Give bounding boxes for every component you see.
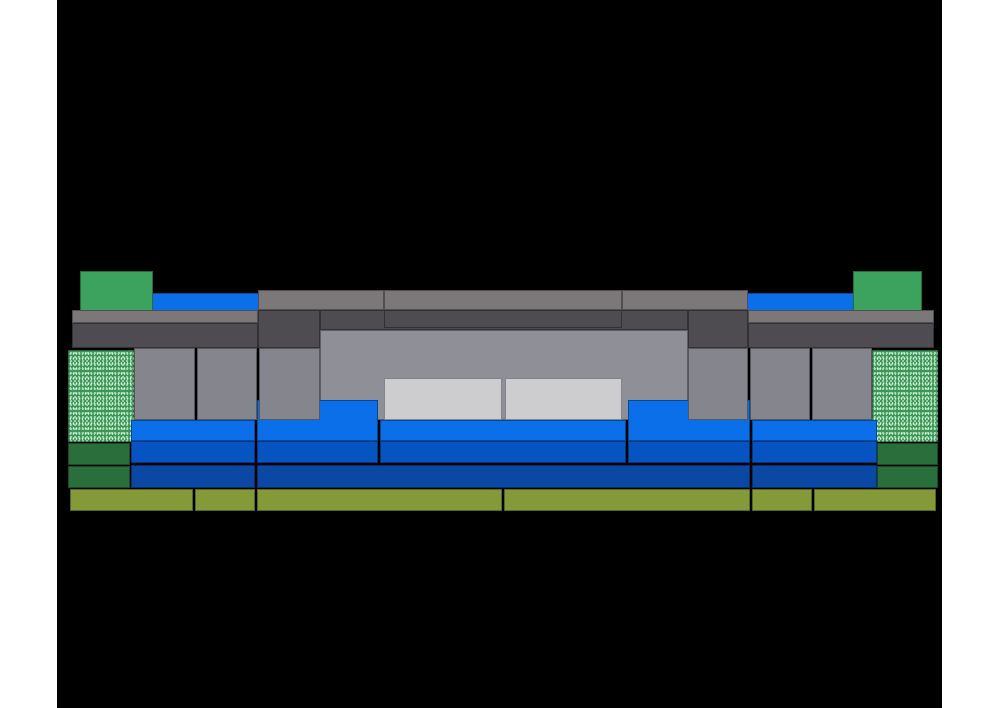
blue-upper-front bbox=[380, 441, 626, 463]
substrate-segment bbox=[752, 489, 812, 511]
cap-top bbox=[748, 310, 934, 323]
blue-upper-top bbox=[131, 420, 255, 441]
blue-upper-top bbox=[752, 420, 877, 441]
green-layer bbox=[877, 443, 938, 465]
cap-front bbox=[748, 323, 934, 348]
green-layer bbox=[68, 443, 130, 465]
green-top-block bbox=[853, 271, 922, 312]
spacer bbox=[688, 348, 748, 420]
cap-top bbox=[384, 290, 622, 310]
blue-upper-top bbox=[380, 420, 626, 441]
blue-lower-layer bbox=[257, 465, 750, 488]
cap-top bbox=[258, 290, 384, 310]
cap-front bbox=[384, 310, 622, 328]
green-textured-block bbox=[68, 350, 134, 442]
light-gray-block bbox=[384, 378, 502, 420]
light-gray-block bbox=[505, 378, 622, 420]
spacer bbox=[259, 348, 320, 420]
cap-front bbox=[258, 310, 320, 348]
substrate-segment bbox=[70, 489, 193, 511]
device-3d-render bbox=[57, 0, 942, 708]
spacer bbox=[197, 348, 257, 420]
cap-top bbox=[72, 310, 258, 323]
green-layer bbox=[877, 466, 938, 488]
cap-top bbox=[622, 290, 748, 310]
gate-body bbox=[320, 330, 688, 420]
spacer bbox=[134, 348, 195, 420]
green-layer bbox=[68, 466, 130, 488]
green-textured-block bbox=[872, 350, 938, 442]
substrate-segment bbox=[504, 489, 750, 511]
blue-upper-front bbox=[257, 441, 378, 463]
blue-lower-layer bbox=[752, 465, 877, 488]
blue-lower-layer bbox=[131, 465, 255, 488]
substrate-segment bbox=[814, 489, 936, 511]
blue-upper-front bbox=[628, 441, 750, 463]
cap-front bbox=[72, 323, 258, 348]
blue-upper-front bbox=[131, 441, 255, 463]
blue-upper-front bbox=[752, 441, 877, 463]
cap-front bbox=[688, 310, 748, 348]
substrate-segment bbox=[257, 489, 502, 511]
green-top-block bbox=[80, 271, 153, 312]
spacer bbox=[812, 348, 872, 420]
substrate-segment bbox=[195, 489, 255, 511]
spacer bbox=[750, 348, 810, 420]
